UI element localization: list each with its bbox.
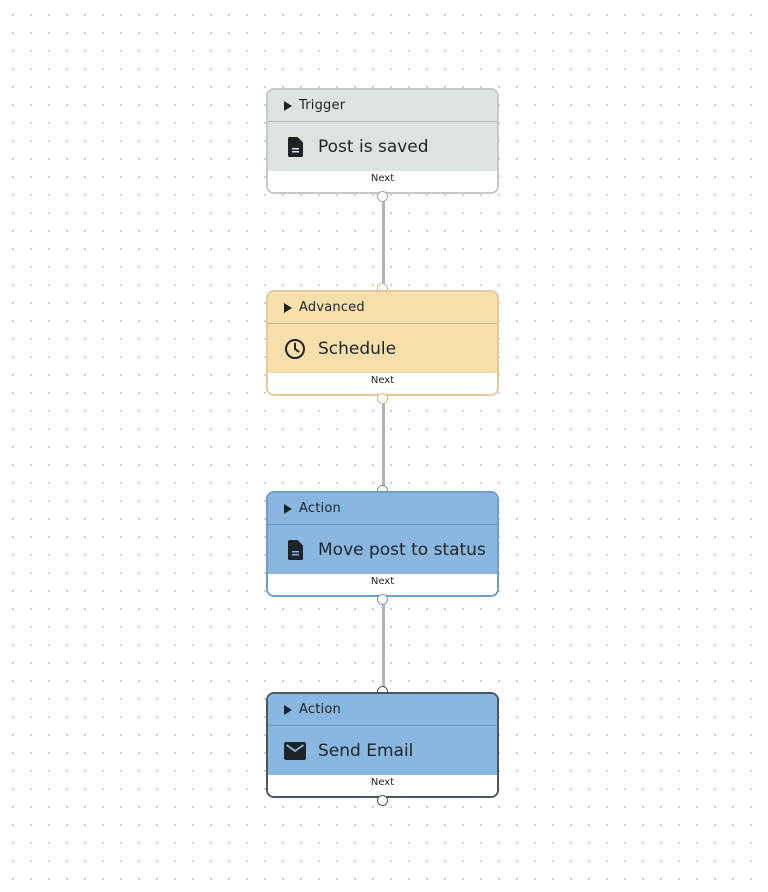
node-body[interactable]: Send Email (268, 726, 497, 775)
node-title: Schedule (318, 338, 397, 359)
node-body[interactable]: Schedule (268, 324, 497, 373)
node-footer-next: Next (268, 574, 497, 595)
node-footer-next: Next (268, 171, 497, 192)
node-header[interactable]: Trigger (268, 90, 497, 122)
node-title: Send Email (318, 740, 414, 761)
document-icon (284, 136, 306, 158)
mail-icon (284, 740, 306, 762)
action-output-handle[interactable] (377, 594, 388, 605)
document-icon (284, 539, 306, 561)
send-email-output-handle[interactable] (377, 795, 388, 806)
node-body[interactable]: Post is saved (268, 122, 497, 171)
move-post-action-node[interactable]: Action Move post to status Next (266, 491, 499, 597)
node-footer-next: Next (268, 775, 497, 796)
node-footer-next: Next (268, 373, 497, 394)
edge-action-to-send-email[interactable] (382, 604, 385, 688)
advanced-node[interactable]: Advanced Schedule Next (266, 290, 499, 396)
caret-right-icon[interactable] (284, 100, 292, 111)
send-email-action-node[interactable]: Action Send Email Next (266, 692, 499, 798)
node-type-label: Action (299, 501, 341, 516)
clock-icon (284, 338, 306, 360)
node-title: Post is saved (318, 136, 429, 157)
node-type-label: Action (299, 702, 341, 717)
node-body[interactable]: Move post to status (268, 525, 497, 574)
caret-right-icon[interactable] (284, 302, 292, 313)
advanced-output-handle[interactable] (377, 393, 388, 404)
trigger-output-handle[interactable] (377, 191, 388, 202)
edge-trigger-to-advanced[interactable] (382, 201, 385, 286)
node-header[interactable]: Action (268, 493, 497, 525)
node-type-label: Advanced (299, 300, 365, 315)
caret-right-icon[interactable] (284, 704, 292, 715)
node-title: Move post to status (318, 539, 486, 560)
edge-advanced-to-action[interactable] (382, 402, 385, 487)
caret-right-icon[interactable] (284, 503, 292, 514)
node-type-label: Trigger (299, 98, 346, 113)
trigger-node[interactable]: Trigger Post is saved Next (266, 88, 499, 194)
node-header[interactable]: Advanced (268, 292, 497, 324)
node-header[interactable]: Action (268, 694, 497, 726)
